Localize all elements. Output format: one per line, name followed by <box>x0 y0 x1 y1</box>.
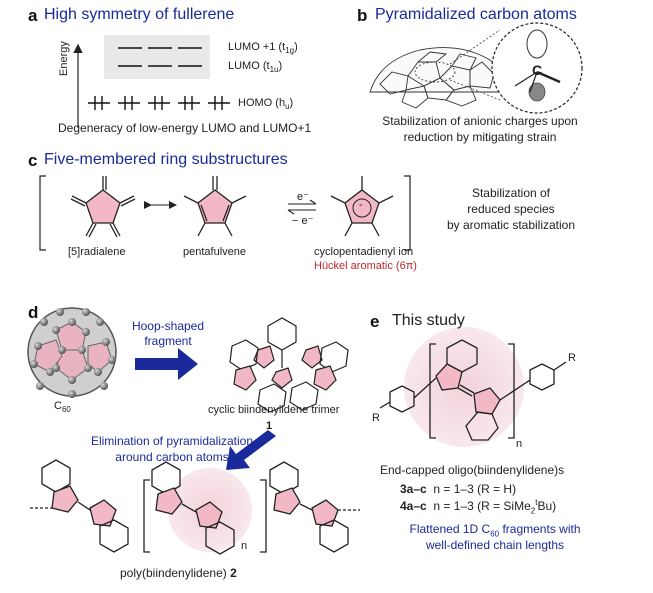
homo-levels <box>88 96 230 110</box>
stab-line-2: reduced species <box>467 202 555 216</box>
panel-b-caption-2: reduction by mitigating strain <box>403 130 557 144</box>
cp-ion-structure <box>330 176 394 237</box>
series-4: 4a–c n = 1–3 (R = SiMe2tBu) <box>400 498 557 516</box>
elim-line-2: around carbon atoms <box>115 450 229 464</box>
stab-line-3: by aromatic stabilization <box>446 218 576 232</box>
panel-a-letter: a <box>28 6 38 25</box>
oligomer-n: n <box>516 438 523 450</box>
elimination-arrow <box>226 430 276 470</box>
flat-line-1: Flattened 1D C60 fragments with <box>409 522 581 539</box>
pentafulvene-structure <box>183 176 247 237</box>
electron-remove-label: − e⁻ <box>292 215 314 227</box>
anion-charge: - <box>359 199 363 211</box>
radialene-structure <box>70 176 136 238</box>
panel-a-title: High symmetry of fullerene <box>44 6 235 23</box>
c60-ball-model <box>27 307 117 398</box>
poly-n: n <box>241 540 248 552</box>
oligomer-structure <box>379 339 567 441</box>
r-left: R <box>372 412 380 424</box>
panel-d-letter: d <box>28 303 39 322</box>
homo-label: HOMO (hu) <box>238 97 294 112</box>
panel-b-letter: b <box>357 6 368 25</box>
trimer-number: 1 <box>266 420 273 432</box>
radialene-label: [5]radialene <box>68 246 126 258</box>
electron-add-label: e⁻ <box>297 191 309 203</box>
bracket-right <box>404 175 411 251</box>
elim-line-1: Elimination of pyramidalization <box>90 434 254 448</box>
lumo-plus1-label: LUMO +1 (t1g) <box>228 41 298 56</box>
hoop-arrow <box>135 348 198 380</box>
panel-b-title: Pyramidalized carbon atoms <box>375 6 577 23</box>
bracket-left <box>39 175 46 251</box>
redox-arrows <box>287 199 317 215</box>
r-right: R <box>568 352 576 364</box>
series-3: 3a–c n = 1–3 (R = H) <box>400 482 517 496</box>
lumo-label: LUMO (t1u) <box>228 60 283 75</box>
panel-a-caption: Degeneracy of low-energy LUMO and LUMO+1 <box>58 121 312 135</box>
panel-b-caption-1: Stabilization of anionic charges upon <box>382 114 578 128</box>
panel-c-letter: c <box>28 151 38 170</box>
zoom-lines <box>449 29 501 101</box>
cyclic-trimer-structure <box>229 317 349 413</box>
fullerene-fragment <box>369 47 502 109</box>
trimer-label: cyclic biindenylidene trimer <box>208 404 340 416</box>
panel-e-title: This study <box>392 312 465 329</box>
zoom-circle <box>491 22 583 114</box>
panel-c-title: Five-membered ring substructures <box>44 151 288 168</box>
c60-label: C60 <box>54 400 71 415</box>
stab-line-1: Stabilization of <box>471 186 551 200</box>
carbon-atom-label: C <box>532 62 543 78</box>
endcap-label: End-capped oligo(biindenylidene)s <box>380 463 565 477</box>
cp-ion-label: cyclopentadienyl ion <box>314 246 414 258</box>
huckel-label: Hückel aromatic (6π) <box>314 260 417 272</box>
energy-axis-label: Energy <box>58 41 70 76</box>
energy-diagram <box>73 35 230 128</box>
hoop-line-1: Hoop-shaped <box>131 319 205 333</box>
pentafulvene-label: pentafulvene <box>183 246 246 258</box>
polymer-structure <box>30 459 360 555</box>
panel-e-letter: e <box>370 312 380 331</box>
hoop-line-2: fragment <box>144 334 192 348</box>
flat-line-2: well-defined chain lengths <box>425 538 565 552</box>
poly-label: poly(biindenylidene) 2 <box>120 566 237 580</box>
